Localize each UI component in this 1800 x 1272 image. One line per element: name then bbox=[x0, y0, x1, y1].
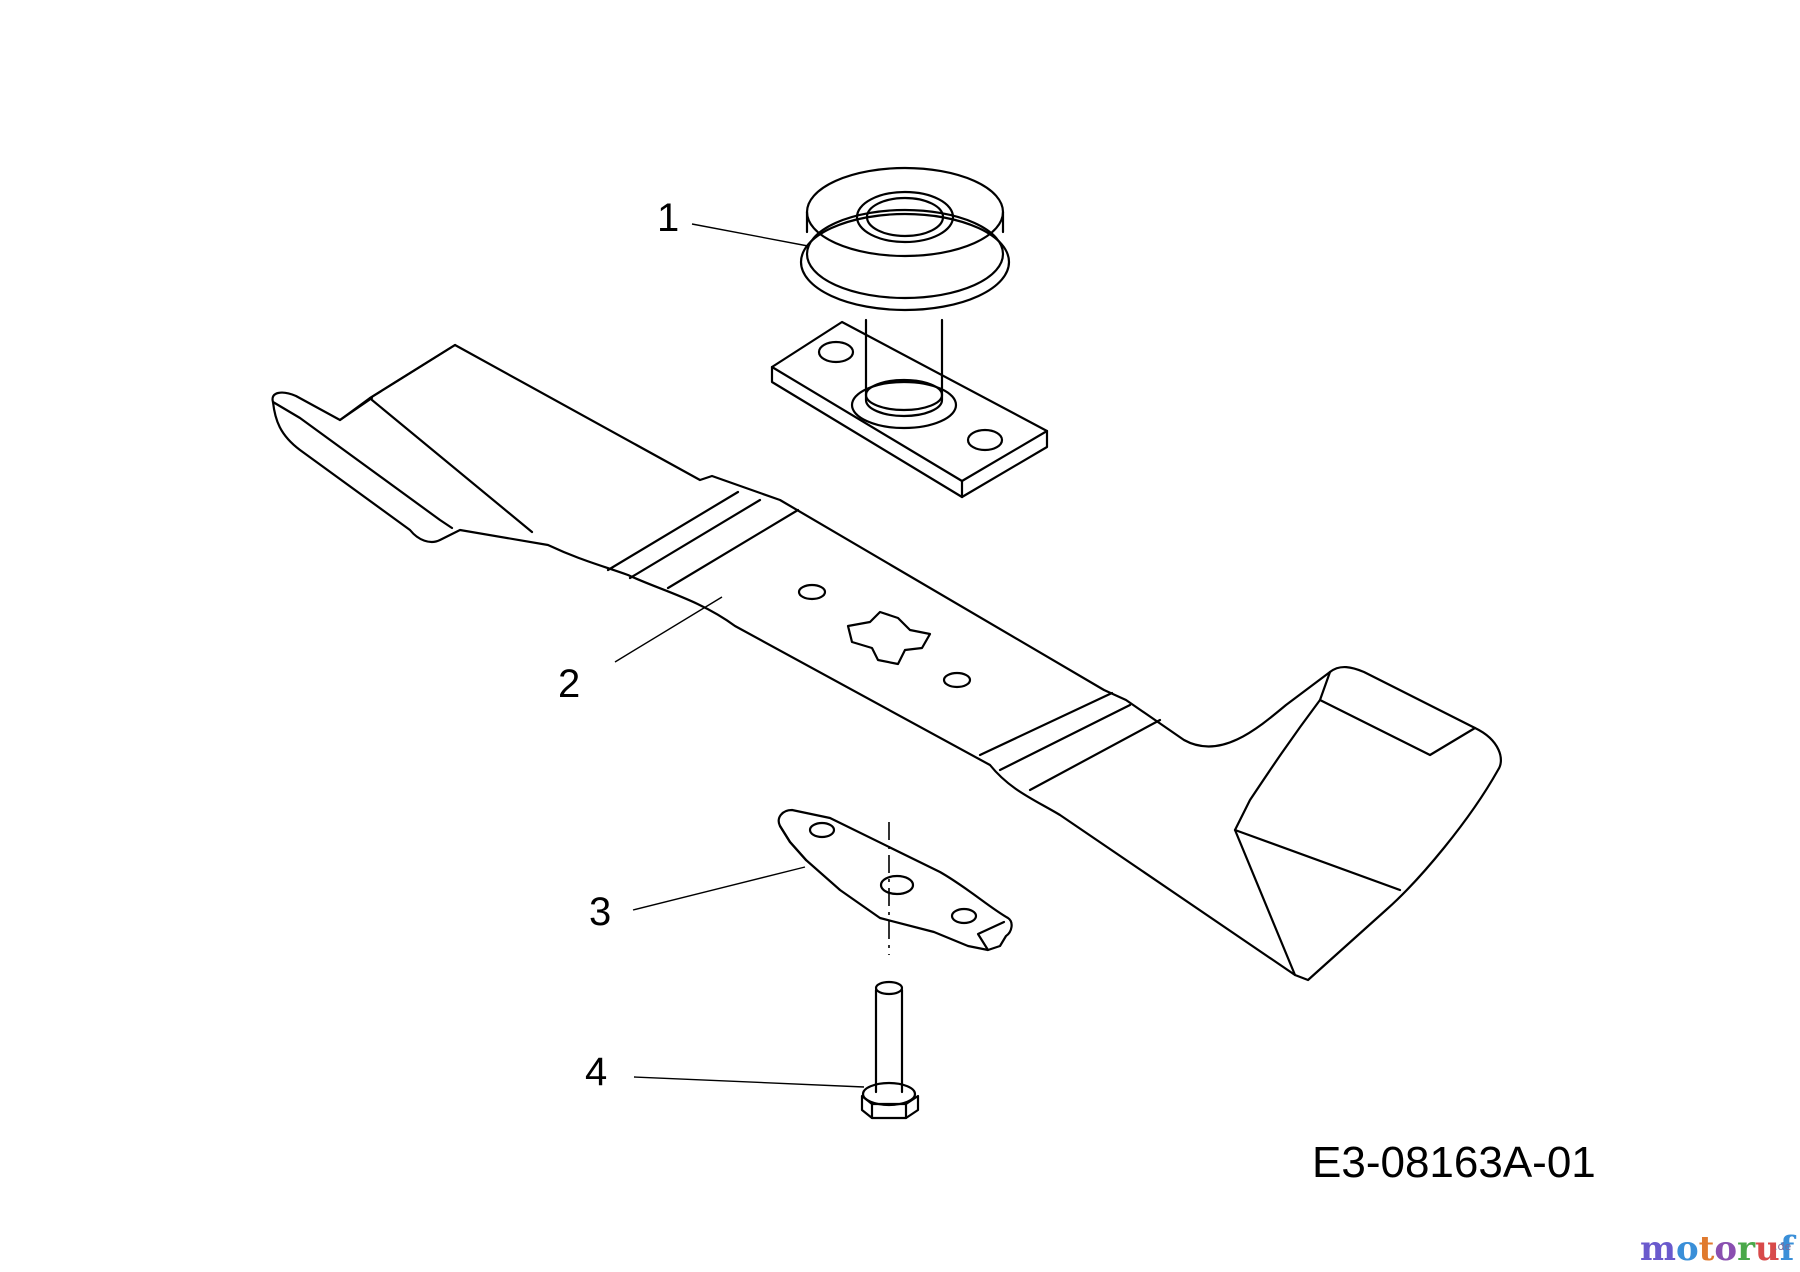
pulley-spindle-assembly bbox=[770, 166, 1049, 499]
hex-bolt bbox=[860, 980, 920, 1120]
watermark-logo: motoruf .de bbox=[1640, 1229, 1797, 1269]
callout-3: 3 bbox=[589, 890, 611, 934]
callout-1: 1 bbox=[657, 196, 679, 240]
leader-line-4 bbox=[633, 1076, 865, 1088]
svg-text:motoruf: motoruf bbox=[1640, 1229, 1797, 1269]
blade-adapter-plate bbox=[777, 808, 1013, 952]
leader-line-1 bbox=[691, 223, 809, 247]
callout-4: 4 bbox=[585, 1050, 607, 1094]
svg-text:.de: .de bbox=[1774, 1240, 1791, 1253]
leader-line-2 bbox=[614, 596, 723, 663]
mower-blade bbox=[271, 343, 1502, 982]
drawing-part-number: E3-08163A-01 bbox=[1312, 1138, 1596, 1187]
leader-line-3 bbox=[632, 866, 806, 911]
callout-2: 2 bbox=[558, 662, 580, 706]
